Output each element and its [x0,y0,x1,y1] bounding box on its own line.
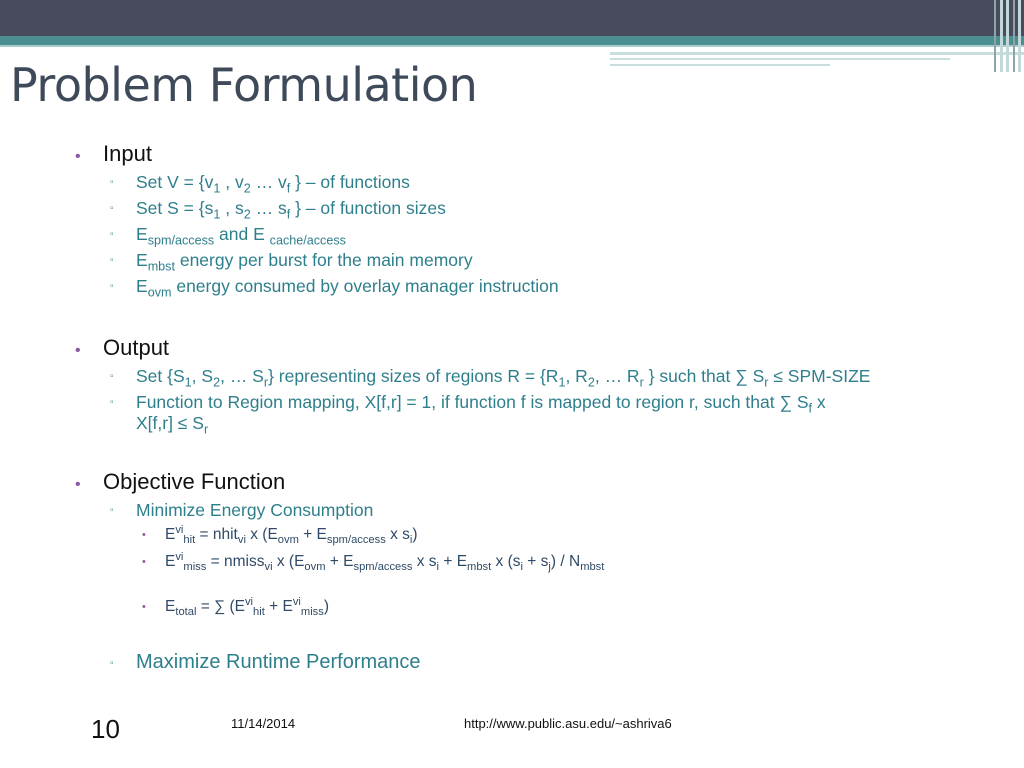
input-item-access-energy: Espm/access and E cache/access [136,224,346,248]
bullet-square: ▫ [110,255,114,266]
header-bar [0,0,1024,36]
section-heading-input: Input [103,141,152,166]
equation-miss-energy: Evimiss = nmissvi x (Eovm + Espm/access … [165,550,605,574]
header-deco-vline [1006,0,1009,72]
objective-minimize: Minimize Energy Consumption [136,500,374,520]
input-item-sizes: Set S = {s1 , s2 … sf } – of function si… [136,198,446,222]
input-item-overlay-energy: Eovm energy consumed by overlay manager … [136,276,559,300]
header-deco-line [610,64,830,66]
bullet-dot: • [75,148,81,165]
bullet-square: ▫ [110,281,114,292]
equation-hit-energy: Evihit = nhitvi x (Eovm + Espm/access x … [165,523,418,547]
bullet-dot-small: • [142,601,146,613]
section-heading-objective: Objective Function [103,469,286,494]
bullet-dot-small: • [142,529,146,541]
header-deco-line [610,52,1024,55]
slide-number: 10 [91,714,120,744]
bullet-square: ▫ [110,203,114,214]
header-deco-vline [994,0,996,72]
bullet-square: ▫ [110,505,114,516]
header-teal-line [0,45,1024,47]
objective-maximize: Maximize Runtime Performance [136,651,421,673]
bullet-dot: • [75,476,81,493]
header-deco-vline [1018,0,1021,72]
bullet-square: ▫ [110,397,114,408]
input-item-functions: Set V = {v1 , v2 … vf } – of functions [136,172,410,196]
output-item-regions: Set {S1, S2, … Sr} representing sizes of… [136,366,871,390]
bullet-square: ▫ [110,371,114,382]
bullet-square: ▫ [110,229,114,240]
input-item-burst-energy: Embst energy per burst for the main memo… [136,250,473,274]
bullet-dot: • [75,342,81,359]
equation-total-energy: Etotal = ∑ (Evihit + Evimiss) [165,595,330,619]
header-deco-vline [1013,0,1015,72]
header-deco-line [610,58,950,60]
bullet-square: ▫ [110,658,114,669]
footer-url: http://www.public.asu.edu/~ashriva6 [464,716,672,731]
bullet-dot-small: • [142,556,146,568]
bullet-square: ▫ [110,177,114,188]
output-item-mapping-line1: Function to Region mapping, X[f,r] = 1, … [136,392,826,416]
slide-title: Problem Formulation [10,58,478,112]
footer-date: 11/14/2014 [231,716,296,731]
section-heading-output: Output [103,335,170,360]
header-deco-vline [1000,0,1003,72]
output-item-mapping-line2: X[f,r] ≤ Sr [136,413,209,437]
header-teal-band [0,36,1024,45]
